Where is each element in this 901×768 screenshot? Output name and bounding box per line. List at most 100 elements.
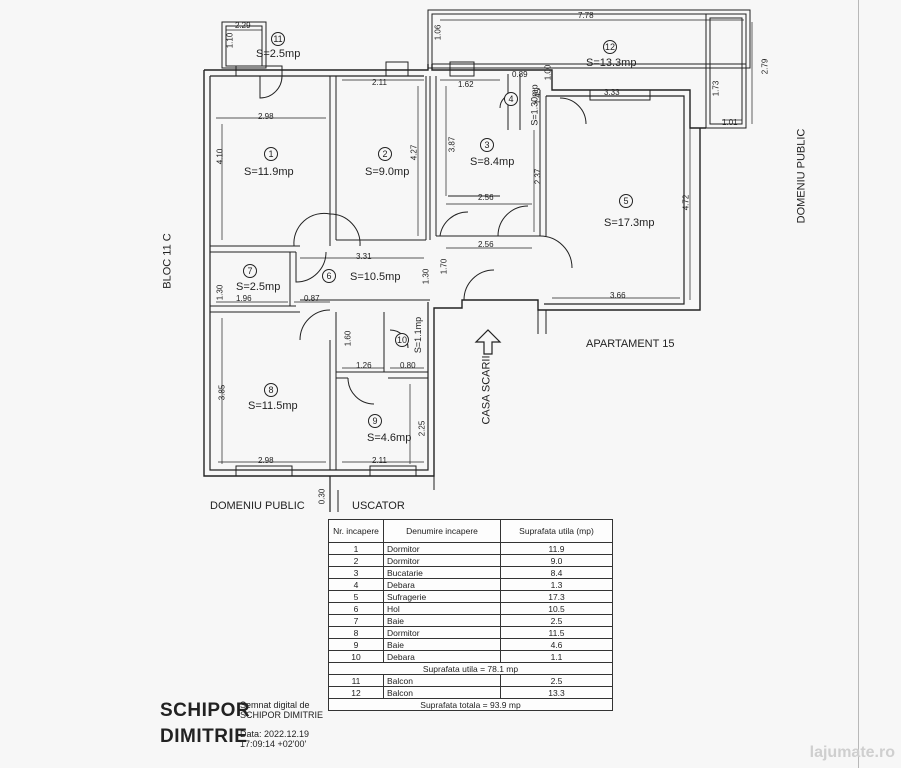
room-number: 2	[378, 147, 392, 161]
room-area-cell: 2.5	[500, 614, 613, 627]
room-name-cell: Dormitor	[383, 626, 501, 639]
dimension-label: 1.06	[433, 24, 443, 41]
room-name-cell: Balcon	[383, 674, 501, 687]
dimension-label: 1.30	[215, 284, 225, 301]
dimension-label: 1.73	[711, 80, 721, 97]
casa-scarii-label: CASA SCARII	[480, 355, 493, 425]
room-number-cell: 7	[328, 614, 384, 627]
dimension-label: 1.70	[439, 258, 449, 275]
dimension-label: 2.98	[258, 456, 274, 465]
table-header: Suprafata utila (mp)	[500, 519, 613, 543]
dimension-label: 0.87	[304, 294, 320, 303]
room-area: S=17.3mp	[604, 217, 655, 229]
room-area-cell: 17.3	[500, 590, 613, 603]
dimension-label: 2.79	[760, 58, 770, 75]
balcony-11-outline	[221, 21, 267, 69]
dimension-label: 2.11	[372, 456, 387, 465]
room-number-cell: 6	[328, 602, 384, 615]
room-area-cell: 11.5	[500, 626, 613, 639]
dimension-label: 4.72	[681, 194, 691, 211]
room-number: 3	[480, 138, 494, 152]
domeniu-public-right-label: DOMENIU PUBLIC	[795, 128, 808, 224]
dimension-label: 1.01	[722, 118, 738, 127]
room-area: S=4.6mp	[367, 432, 412, 444]
room-number: 10	[395, 333, 409, 347]
domeniu-public-bottom-label: DOMENIU PUBLIC	[210, 500, 305, 512]
dimension-label: 4.27	[409, 144, 419, 161]
room-number: 5	[619, 194, 633, 208]
room-area-cell: 1.3	[500, 578, 613, 591]
room-number: 11	[271, 32, 285, 46]
room-number: 9	[368, 414, 382, 428]
room-area: S=2.5mp	[236, 281, 281, 293]
signature-text: Semnat digital de	[240, 700, 310, 710]
room-number-cell: 9	[328, 638, 384, 651]
room-area-cell: 2.5	[500, 674, 613, 687]
signature-time: 17:09:14 +02'00'	[240, 739, 307, 749]
room-area-cell: 1.1	[500, 650, 613, 663]
dimension-label: 7.78	[578, 11, 594, 20]
dimension-label: 0.89	[512, 70, 528, 79]
subtotal-cell: Suprafata utila = 78.1 mp	[328, 662, 613, 675]
dimension-label: 1.96	[236, 294, 252, 303]
room-name-cell: Debara	[383, 578, 501, 591]
room-number-cell: 3	[328, 566, 384, 579]
room-area: S=13.3mp	[586, 57, 637, 69]
signer-name-line2: DIMITRIE	[160, 726, 248, 747]
room-area-cell: 4.6	[500, 638, 613, 651]
room-number: 1	[264, 147, 278, 161]
room-area: S=11.9mp	[244, 166, 294, 178]
room-name-cell: Debara	[383, 650, 501, 663]
bloc-label: BLOC 11 C	[161, 233, 174, 289]
dimension-label: 1.60	[343, 330, 353, 347]
room-area: S=1.1mp	[413, 316, 424, 354]
uscator-label: USCATOR	[352, 500, 405, 512]
room-name-cell: Baie	[383, 638, 501, 651]
dimension-label: 1.30	[421, 268, 431, 285]
room-area: S=8.4mp	[470, 156, 515, 168]
apartament-label: APARTAMENT 15	[586, 338, 675, 350]
room-number-cell: 12	[328, 686, 384, 699]
room-number-cell: 2	[328, 554, 384, 567]
room-number-cell: 1	[328, 542, 384, 555]
dimension-label: 0.80	[400, 361, 416, 370]
room-number: 8	[264, 383, 278, 397]
watermark: lajumate.ro	[809, 744, 895, 761]
dimension-label: 0.30	[317, 488, 327, 505]
dimension-label: 4.10	[215, 148, 225, 165]
room-name-cell: Balcon	[383, 686, 501, 699]
room-number: 6	[322, 269, 336, 283]
total-cell: Suprafata totala = 93.9 mp	[328, 698, 613, 711]
room-number-cell: 8	[328, 626, 384, 639]
room-area: S=2.5mp	[256, 48, 301, 60]
dimension-label: 2.25	[417, 420, 427, 437]
room-number-cell: 10	[328, 650, 384, 663]
room-number: 12	[603, 40, 617, 54]
dimension-label: 1.62	[458, 80, 474, 89]
balcony-12-outline	[427, 9, 751, 69]
room-number-cell: 5	[328, 590, 384, 603]
signer-name-line1: SCHIPOR	[160, 700, 251, 721]
dimension-label: 2.11	[372, 78, 387, 87]
room-area: S=11.5mp	[248, 400, 298, 412]
table-header: Denumire incapere	[383, 519, 501, 543]
dimension-label: 3.33	[604, 88, 620, 97]
dimension-label: 1.26	[356, 361, 372, 370]
dimension-label: 3.66	[610, 291, 626, 300]
dimension-label: 3.31	[356, 252, 372, 261]
room-area-cell: 8.4	[500, 566, 613, 579]
room-name-cell: Baie	[383, 614, 501, 627]
room-area-cell: 10.5	[500, 602, 613, 615]
room-name-cell: Dormitor	[383, 554, 501, 567]
